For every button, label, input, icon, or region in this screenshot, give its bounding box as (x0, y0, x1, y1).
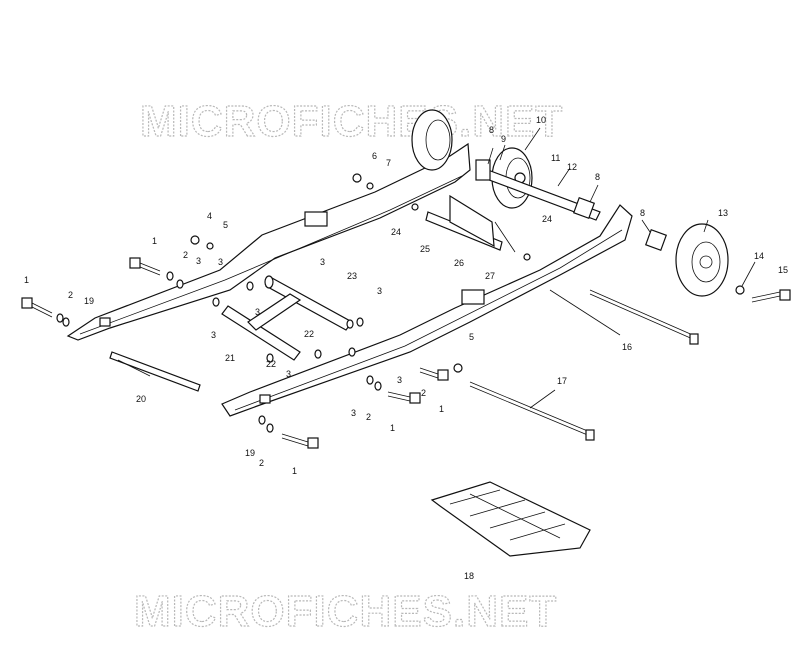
callout-label: 20 (136, 394, 146, 404)
callout-label: 2 (183, 250, 188, 260)
callout-label: 4 (207, 211, 212, 221)
callout-label: 2 (259, 458, 264, 468)
callout-label: 2 (68, 290, 73, 300)
callout-label: 3 (255, 307, 260, 317)
callout-label: 24 (542, 214, 552, 224)
callout-label: 11 (551, 153, 560, 163)
callout-label: 13 (718, 208, 728, 218)
watermark-bottom: MICROFICHES.NET (134, 587, 557, 636)
callout-label: 21 (225, 353, 235, 363)
callout-label: 22 (266, 359, 276, 369)
track-section-18 (430, 481, 591, 557)
spacer-8-right (644, 228, 668, 252)
callout-label: 19 (245, 448, 255, 458)
callout-label: 3 (286, 369, 291, 379)
left-rail (66, 142, 471, 341)
callout-label: 1 (439, 404, 444, 414)
callout-label: 25 (420, 244, 430, 254)
spacer-8 (572, 196, 596, 220)
callout-label: 27 (485, 271, 495, 281)
callout-label: 12 (567, 162, 577, 172)
idler-wheel-rear-left (411, 109, 453, 171)
callout-label: 3 (211, 330, 216, 340)
leader-lines (117, 127, 756, 409)
callout-label: 18 (464, 571, 474, 581)
callout-label: 3 (218, 257, 223, 267)
callout-label: 8 (640, 208, 645, 218)
bolt-16 (589, 289, 699, 345)
bolt-1-mid (419, 367, 449, 381)
callout-label: 8 (489, 125, 494, 135)
watermark-top: MICROFICHES.NET (140, 97, 563, 146)
right-rail (221, 204, 633, 417)
callout-label: 2 (421, 388, 426, 398)
idler-wheel-13 (675, 223, 729, 297)
bolt-17 (469, 381, 595, 441)
callout-label: 23 (347, 271, 357, 281)
callout-label: 14 (754, 251, 764, 261)
bolt-1-upper (129, 257, 161, 276)
bolt-1-bottom (281, 433, 319, 449)
shaft-20 (109, 351, 201, 392)
callout-label: 15 (778, 265, 788, 275)
bolt-1-left (21, 297, 53, 318)
callout-label: 1 (24, 275, 29, 285)
callout-label: 7 (386, 158, 391, 168)
callout-label: 3 (320, 257, 325, 267)
callout-label: 3 (351, 408, 356, 418)
callout-label: 16 (622, 342, 632, 352)
callout-label: 8 (595, 172, 600, 182)
callout-label: 1 (152, 236, 157, 246)
callout-label: 5 (469, 332, 474, 342)
axle-11 (475, 159, 601, 221)
callout-label: 24 (391, 227, 401, 237)
callout-label: 5 (223, 220, 228, 230)
callout-label: 17 (557, 376, 567, 386)
callout-label: 6 (372, 151, 377, 161)
callout-labels: 1 2 19 1 2 3 4 5 3 6 7 8 9 10 11 12 8 24… (24, 115, 788, 581)
callout-label: 1 (292, 466, 297, 476)
callout-label: 10 (536, 115, 546, 125)
callout-label: 2 (366, 412, 371, 422)
callout-label: 26 (454, 258, 464, 268)
callout-label: 9 (501, 134, 506, 144)
cross-bracket (425, 194, 516, 253)
callout-label: 1 (390, 423, 395, 433)
callout-label: 22 (304, 329, 314, 339)
washers (56, 173, 745, 433)
callout-label: 19 (84, 296, 94, 306)
callout-label: 3 (196, 256, 201, 266)
shaft-21 (221, 293, 302, 361)
shaft-23 (264, 275, 353, 331)
callout-label: 3 (397, 375, 402, 385)
bolt-15 (751, 289, 791, 303)
callout-label: 3 (377, 286, 382, 296)
bolt-1-lower-right (387, 391, 421, 404)
